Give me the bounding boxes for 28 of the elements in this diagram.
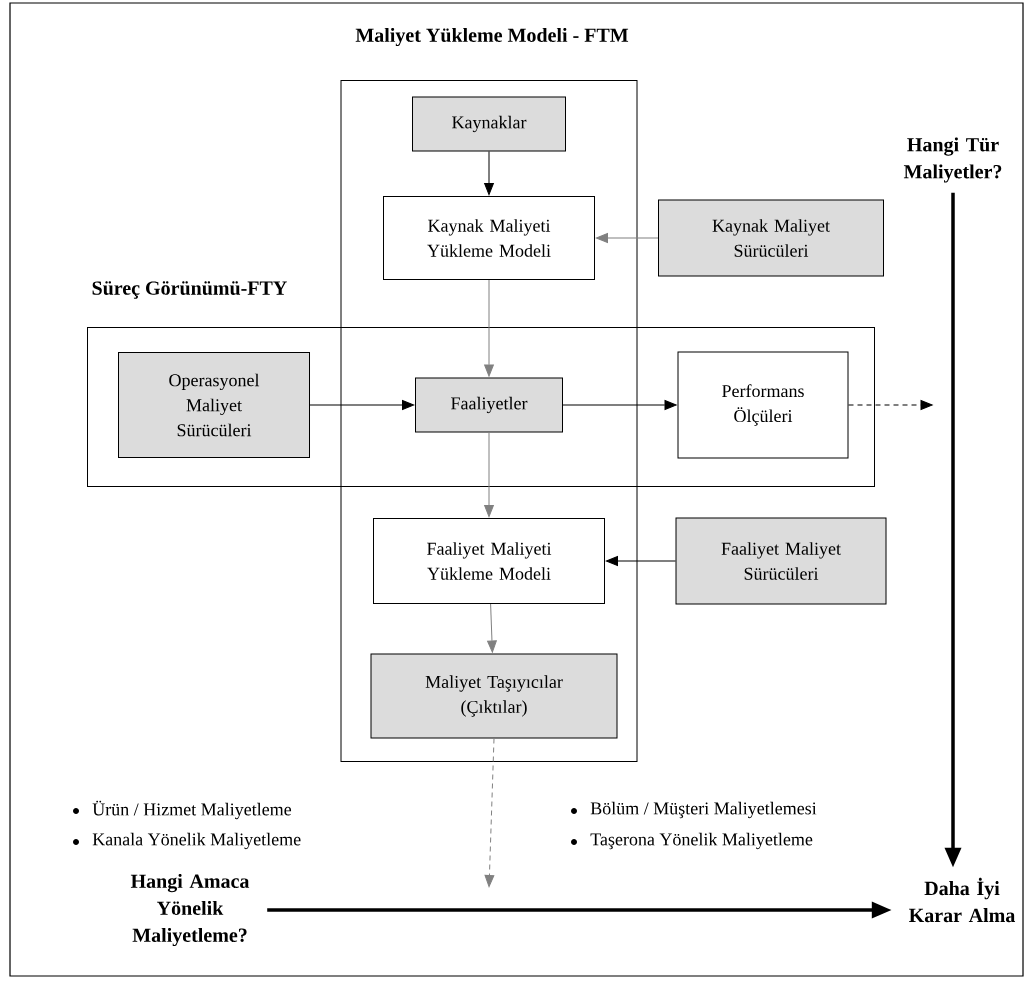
arrow — [562, 400, 677, 410]
arrow — [484, 279, 494, 377]
arrow — [595, 233, 659, 243]
process-box: Kaynaklar — [412, 96, 566, 152]
arrow — [605, 556, 676, 566]
list-item: Kanala Yönelik Maliyetleme — [92, 832, 301, 850]
frame-heading: Maliyet Yükleme Modeli - FTM — [355, 27, 629, 47]
arrow — [484, 151, 494, 196]
process-box: Kaynak Maliyeti Yükleme Modeli — [383, 196, 595, 280]
process-box: Operasyonel Maliyet Sürücüleri — [118, 352, 310, 458]
arrow — [487, 603, 497, 653]
process-box: Faaliyet Maliyeti Yükleme Modeli — [373, 518, 605, 604]
list-item: Bölüm / Müşteri Maliyetlemesi — [590, 801, 817, 819]
process-box: Faaliyetler — [415, 377, 563, 433]
process-box: Kaynak Maliyet Sürücüleri — [658, 199, 884, 277]
list-item: Ürün / Hizmet Maliyetleme — [92, 800, 292, 820]
process-box: Faaliyet Maliyet Sürücüleri — [675, 517, 887, 605]
process-box: Performans Ölçüleri — [677, 351, 849, 459]
arrow — [309, 400, 415, 410]
arrow — [848, 400, 933, 410]
process-box: Maliyet Taşıyıcılar (Çıktılar) — [370, 653, 618, 739]
question-text: Hangi Amaca Yönelik Maliyetleme? — [130, 873, 250, 947]
arrow — [484, 432, 494, 518]
question-text: Daha İyi Karar Alma — [909, 877, 1015, 923]
question-text: Hangi Tür Maliyetler? — [903, 137, 1002, 183]
arrow — [484, 738, 495, 888]
frame-heading: Süreç Görünümü-FTY — [92, 281, 287, 299]
list-item: Taşerona Yönelik Maliyetleme — [590, 832, 813, 850]
